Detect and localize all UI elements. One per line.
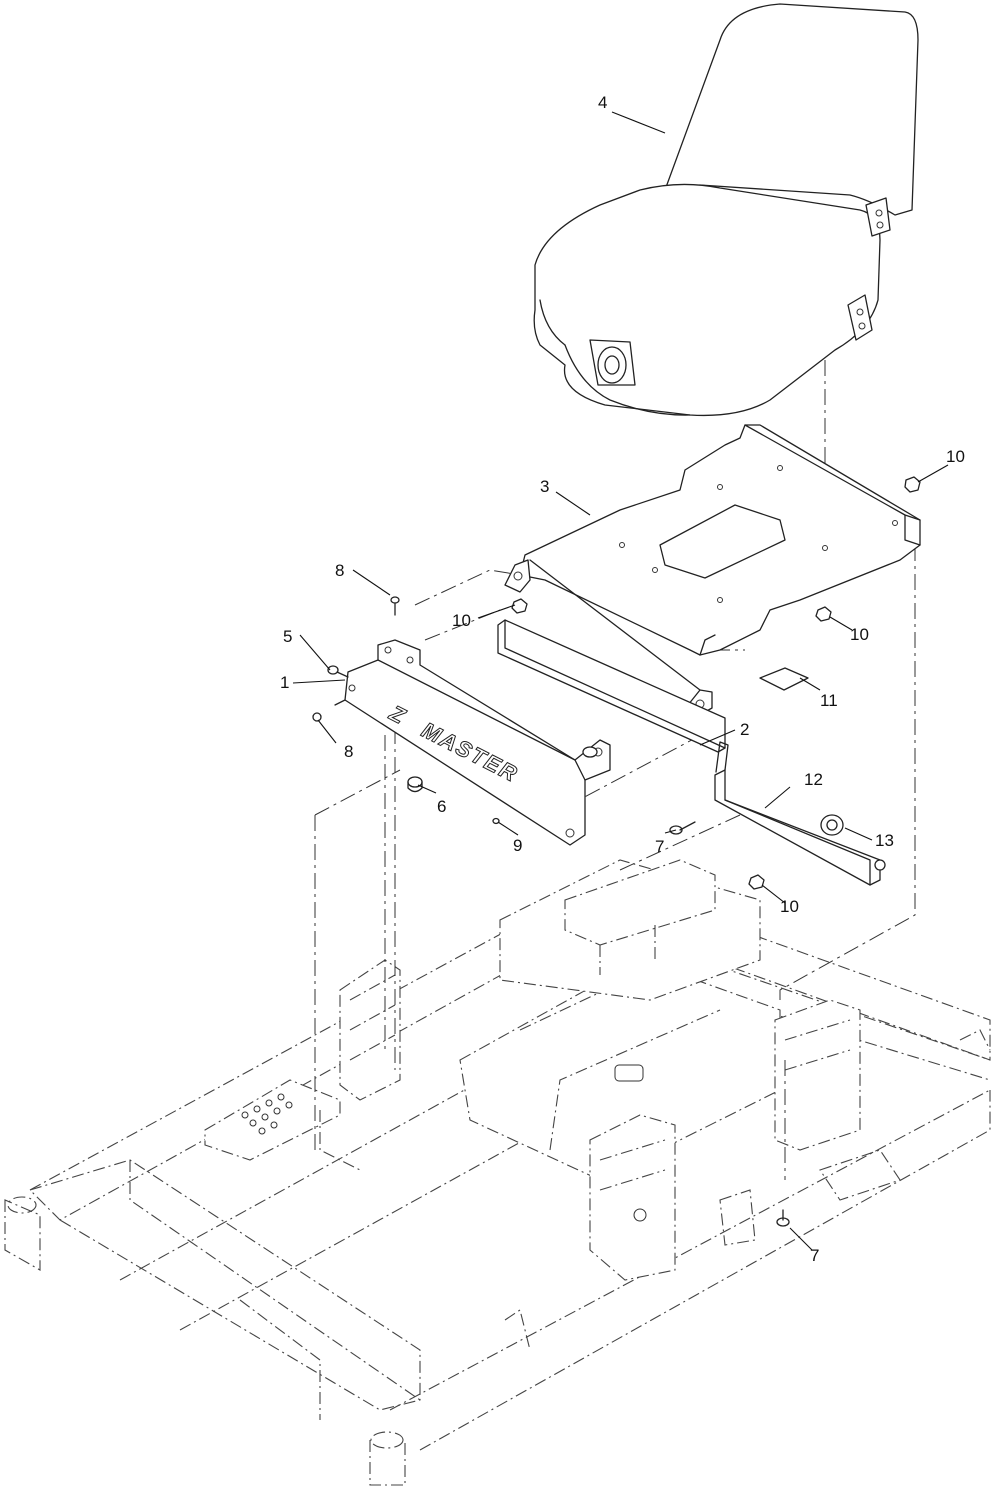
footrest-holes: [241, 1093, 293, 1135]
bolt-7-lower: [776, 1209, 790, 1227]
seat-strip: [497, 619, 726, 753]
seat-assembly: [533, 3, 919, 417]
callout-7-lower: 7: [810, 1246, 819, 1265]
nut-10-top-right: [904, 476, 921, 493]
bolt-5: [327, 665, 349, 678]
callout-5: 5: [283, 627, 292, 646]
screw-8-upper: [390, 596, 400, 616]
callout-labels: 4 3 10 8 10 5 10 1 11 8 2 12 6 13 9 7 10…: [280, 93, 965, 1265]
callout-6: 6: [437, 797, 446, 816]
nut-10-mid-left: [511, 598, 528, 614]
screw-9: [492, 817, 500, 825]
callout-11: 11: [820, 691, 838, 710]
assembly-center-lines: [314, 360, 916, 1180]
callout-10-top-right: 10: [946, 447, 965, 466]
callout-8-upper: 8: [335, 561, 344, 580]
leader-lines: [292, 111, 949, 1251]
callout-9: 9: [513, 836, 522, 855]
seat-mount-plate: [504, 424, 921, 717]
callout-3: 3: [540, 477, 549, 496]
hardware: [312, 476, 921, 1227]
callout-8-lower: 8: [344, 742, 353, 761]
callout-12: 12: [804, 770, 823, 789]
nut-10-mid-right: [815, 606, 832, 622]
callout-7-upper: 7: [655, 837, 664, 856]
grommet-13: [820, 814, 844, 836]
seat-bracket: [714, 741, 886, 886]
callout-4: 4: [598, 93, 607, 112]
callout-10-mid-right: 10: [850, 625, 869, 644]
nut-10-lower: [748, 874, 765, 890]
callout-1: 1: [280, 673, 289, 692]
callout-13: 13: [875, 831, 894, 850]
pad: [759, 667, 809, 691]
mower-frame: [4, 859, 991, 1486]
callout-10-lower: 10: [780, 897, 799, 916]
callout-2: 2: [740, 720, 749, 739]
bolt-7-upper: [669, 821, 696, 835]
grommet-6: [407, 776, 423, 793]
screw-8-lower: [312, 712, 322, 722]
callout-10-mid-left: 10: [452, 611, 471, 630]
